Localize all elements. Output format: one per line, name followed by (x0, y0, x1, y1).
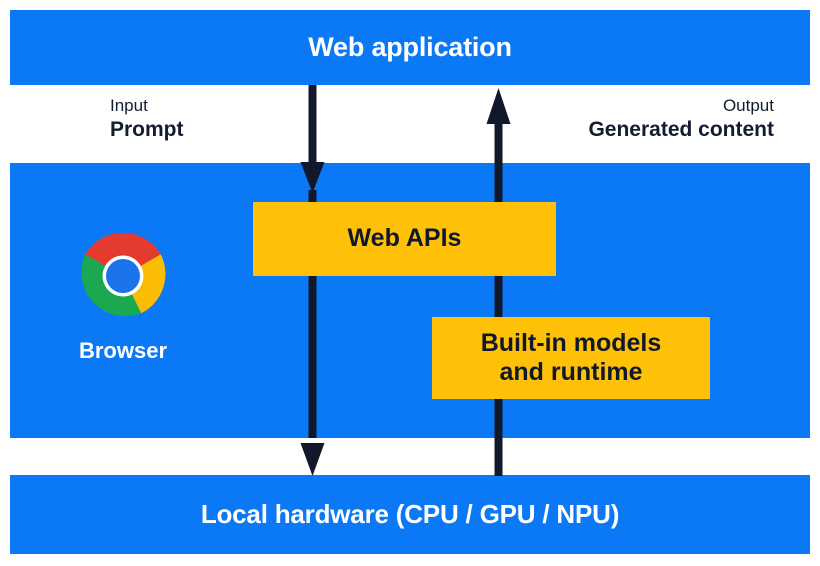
box-builtin-models-text: Built-in models and runtime (481, 329, 662, 388)
chrome-logo-icon (81, 232, 166, 317)
layer-browser-label: Browser (78, 338, 168, 363)
box-builtin-models-line-1: Built-in models (480, 328, 662, 357)
layer-web-application-label: Web application (308, 32, 512, 62)
flow-label-input-caption: Input (110, 96, 148, 115)
flow-label-output: Output Generated content (588, 96, 774, 142)
box-builtin-models[interactable]: Built-in models and runtime (432, 317, 710, 399)
box-builtin-models-line-2: and runtime (499, 358, 643, 386)
flow-label-input-value: Prompt (110, 117, 184, 141)
layer-web-application: Web application (10, 10, 810, 85)
box-web-apis-label: Web APIs (347, 224, 462, 253)
browser-identity-group: Browser (75, 228, 171, 364)
box-web-apis[interactable]: Web APIs (253, 202, 556, 276)
layer-local-hardware: Local hardware (CPU / GPU / NPU) (10, 475, 810, 554)
layer-local-hardware-label: Local hardware (CPU / GPU / NPU) (200, 499, 620, 529)
flow-label-output-value: Generated content (588, 117, 774, 141)
flow-label-input: Input Prompt (110, 96, 184, 142)
flow-label-output-caption: Output (722, 96, 774, 115)
